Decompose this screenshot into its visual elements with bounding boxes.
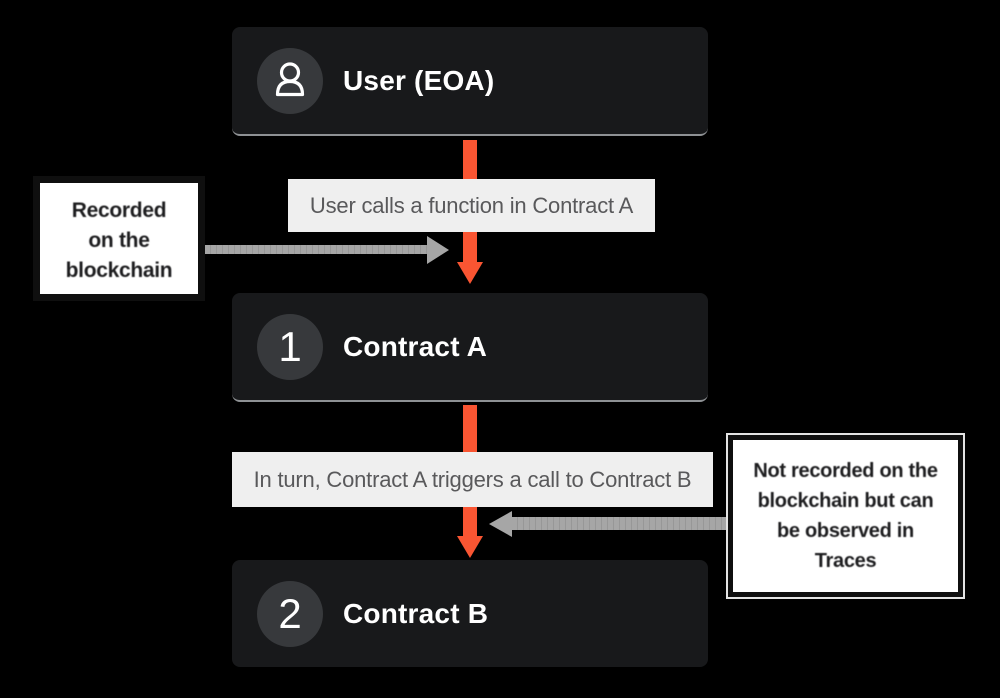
node-user-eoa: User (EOA) [232,27,708,136]
gray-arrow-left-arrowhead-icon [427,236,449,264]
flow-label-1-text: User calls a function in Contract A [309,192,634,218]
node-title: User (EOA) [343,64,495,96]
step-number: 2 [278,589,302,637]
callout-line: be observed in [777,520,914,542]
callout-observed-in-traces: Not recorded on the blockchain but can b… [726,433,965,599]
flow-label-2: In turn, Contract A triggers a call to C… [232,452,713,507]
gray-arrow-right-shaft [512,517,728,530]
callout-line: blockchain [65,259,173,282]
node-title: Contract B [343,597,489,629]
callout-recorded-on-chain: Recorded on the blockchain [33,176,205,301]
arrow-user-to-a-arrowhead-icon [457,262,483,284]
node-title: Contract A [343,330,488,362]
node-contract-a: 1 Contract A [232,293,708,402]
flow-label-1: User calls a function in Contract A [288,179,655,232]
step-2-badge: 2 [257,580,323,647]
flow-label-2-text: In turn, Contract A triggers a call to C… [253,466,692,492]
arrow-a-to-b-arrowhead-icon [457,536,483,558]
node-contract-b: 2 Contract B [232,560,708,667]
gray-arrow-left-shaft [205,245,427,254]
callout-line: Not recorded on the [753,460,938,482]
callout-line: on the [88,229,150,252]
callout-line: blockchain but can [757,490,934,512]
gray-arrow-right-arrowhead-icon [489,511,512,537]
callout-line: Traces [814,550,877,572]
person-icon [275,61,305,96]
step-1-badge: 1 [257,313,323,380]
callout-line: Recorded [71,199,167,222]
avatar [257,47,323,114]
step-number: 1 [278,322,302,370]
